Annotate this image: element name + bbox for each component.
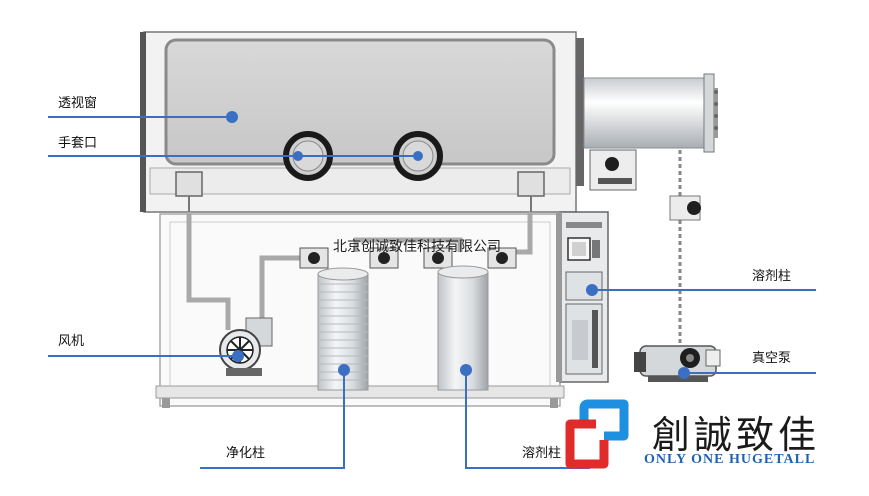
brand-logo-english: ONLY ONE HUGETALL: [644, 452, 816, 467]
callout-dot-purification: [338, 364, 350, 376]
callout-dot-solvent-right: [586, 284, 598, 296]
callout-line-solvent-bottom: [465, 370, 590, 469]
vacuum-pump: [634, 345, 721, 382]
callout-dot-window: [226, 111, 238, 123]
label-purification-column: 净化柱: [226, 446, 266, 461]
callout-dot-solvent-bottom: [460, 364, 472, 376]
label-fan: 风机: [58, 334, 85, 349]
blower-fan: [219, 317, 273, 376]
label-viewing-window: 透视窗: [58, 96, 98, 111]
callout-dot-vacuum-pump: [678, 367, 690, 379]
right-feedthrough: [517, 171, 545, 197]
control-cabinet: [556, 211, 609, 383]
label-solvent-column-right: 溶剂柱: [752, 269, 792, 284]
glovebox-body: [140, 31, 577, 213]
valves: [299, 247, 517, 269]
callouts: [48, 111, 816, 469]
callout-dot-fan: [232, 350, 244, 362]
antechamber: [576, 38, 718, 360]
label-vacuum-pump: 真空泵: [752, 351, 792, 366]
callout-dot-glove-port: [413, 151, 423, 161]
company-watermark: 北京创诚致佳科技有限公司: [333, 239, 501, 255]
label-solvent-column-bottom: 溶剂柱: [522, 446, 562, 461]
callout-line-purification: [200, 370, 345, 469]
left-feedthrough: [175, 171, 203, 197]
label-glove-port: 手套口: [58, 136, 98, 151]
viewing-window: [164, 38, 556, 166]
brand-logo-mark: [565, 399, 629, 469]
brand-logo-chinese: 創誠致佳: [652, 413, 821, 457]
